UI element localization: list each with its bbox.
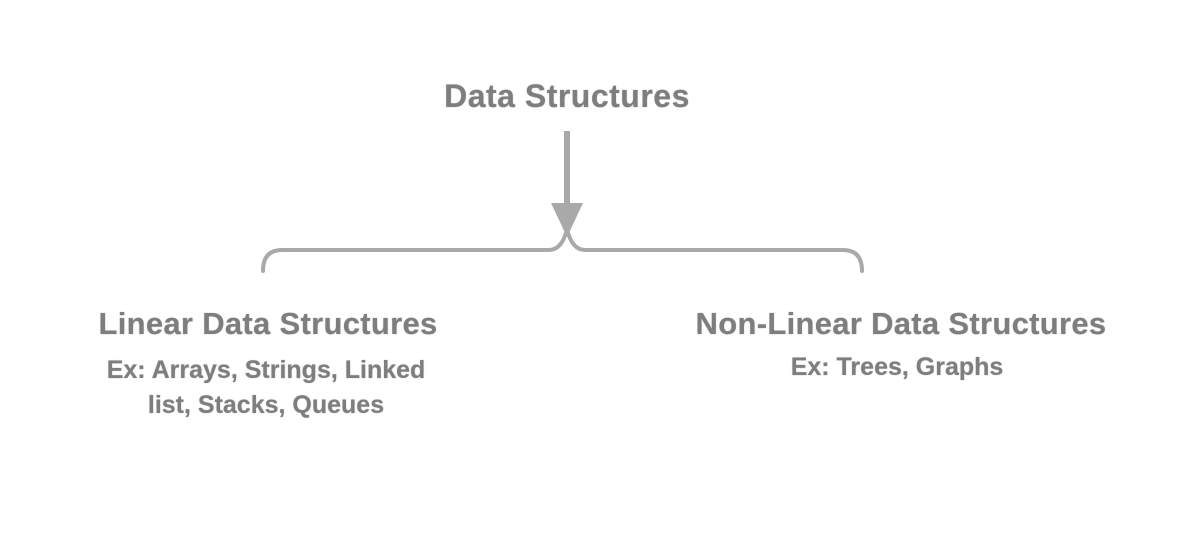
branch-examples-linear-line1: Ex: Arrays, Strings, Linked (106, 356, 426, 384)
branch-examples-nonlinear-line1: Ex: Trees, Graphs (790, 353, 1004, 381)
branch-examples-nonlinear: Ex: Trees, Graphs (791, 350, 1004, 385)
branch-examples-linear-line2: list, Stacks, Queues (147, 391, 385, 419)
branch-examples-linear: Ex: Arrays, Strings, Linked list, Stacks… (107, 353, 426, 423)
arrow-head-icon (551, 203, 583, 237)
branch-heading-nonlinear: Non-Linear Data Structures (695, 306, 1107, 341)
diagram-title: Data Structures (444, 78, 690, 114)
branch-heading-linear: Linear Data Structures (98, 306, 438, 341)
branch-brace (261, 228, 864, 273)
